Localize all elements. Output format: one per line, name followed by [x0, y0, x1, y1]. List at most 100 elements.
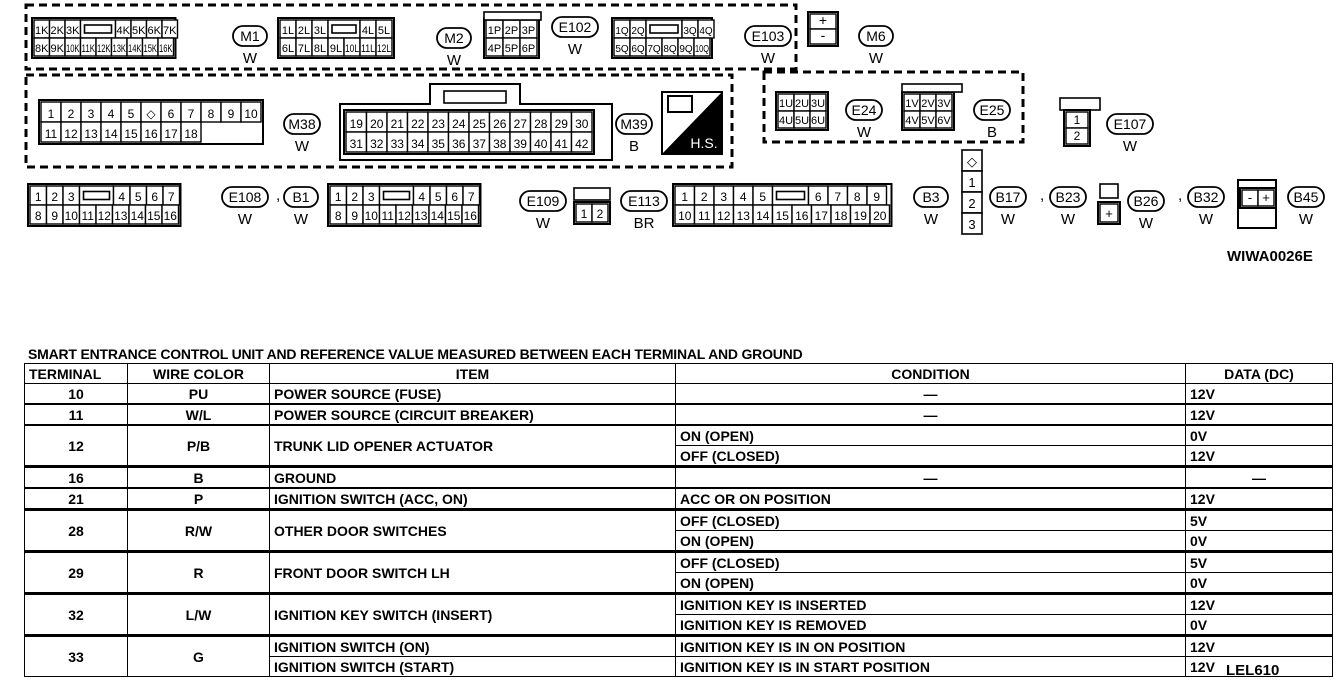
- wire-color-cell: R: [127, 550, 270, 594]
- pin-label: 2K: [51, 25, 65, 37]
- wire-color-cell: B: [127, 465, 270, 489]
- locking-tab: [382, 190, 411, 201]
- separator-comma: ,: [1040, 187, 1044, 204]
- pin-label: 9: [873, 190, 880, 204]
- pin-label: 5V: [921, 115, 935, 127]
- table-row: ON (OPEN)0V: [25, 572, 1333, 594]
- wire-color: B: [987, 124, 997, 141]
- pin-label: +: [1105, 206, 1113, 221]
- pin-label: 4U: [779, 115, 793, 127]
- locking-tab: [573, 187, 611, 201]
- wire-color-cell: P/B: [127, 424, 270, 467]
- pin-cell: [1065, 127, 1089, 145]
- pin-label: -: [821, 27, 826, 43]
- wire-color: W: [1139, 215, 1154, 232]
- wire-color: W: [536, 215, 551, 232]
- connector-id: E103: [752, 28, 785, 44]
- pin-label: 1: [335, 190, 342, 204]
- wire-color: W: [294, 211, 309, 228]
- pin-cell: [693, 37, 711, 57]
- pin-cell: [161, 204, 180, 225]
- item-cell: TRUNK LID OPENER ACTUATOR: [269, 424, 676, 467]
- locking-tab: [331, 24, 357, 34]
- pin-label: 8: [208, 107, 215, 121]
- condition-cell: IGNITION KEY IS IN START POSITION: [675, 656, 1186, 677]
- pin-label: 26: [493, 117, 507, 131]
- pin-label: 7: [188, 107, 195, 121]
- pin-label: ◇: [967, 154, 977, 169]
- wire-color-cell: PU: [127, 383, 270, 405]
- connector-id-bubble: [551, 16, 599, 38]
- pin-label: 14: [131, 209, 145, 223]
- data-cell: 12V: [1185, 403, 1333, 426]
- pin-label: 7: [168, 190, 175, 204]
- pin-label: 15: [447, 209, 461, 223]
- wire-color: W: [1061, 211, 1076, 228]
- pin-label: 7L: [298, 43, 310, 55]
- pin-label: 1Q: [615, 26, 629, 37]
- pin-label: 6: [151, 190, 158, 204]
- data-cell: 5V: [1185, 550, 1333, 573]
- pin-label: 11: [82, 209, 95, 223]
- connector-id-bubble: [973, 99, 1011, 121]
- pin-label: 10: [65, 209, 79, 223]
- item-cell: POWER SOURCE (FUSE): [269, 383, 676, 405]
- pin-label: 1: [35, 190, 42, 204]
- pin-label: 1V: [905, 98, 919, 110]
- locking-tab: [83, 24, 113, 34]
- data-cell: 5V: [1185, 508, 1333, 531]
- pin-label: 16: [464, 209, 478, 223]
- pin-label: 6V: [937, 115, 951, 127]
- pin-cell: [461, 204, 480, 225]
- pin-label: 10L: [345, 43, 359, 55]
- pin-label: 16: [795, 209, 809, 223]
- data-cell: 12V: [1185, 592, 1333, 615]
- pin-label: 5: [135, 190, 142, 204]
- item-cell: FRONT DOOR SWITCH LH: [269, 550, 676, 594]
- pin-label: 13: [114, 209, 128, 223]
- separator-comma: ,: [1178, 187, 1182, 204]
- pin-label: 33: [391, 137, 405, 151]
- data-cell: 0V: [1185, 572, 1333, 594]
- pin-cell: [809, 28, 837, 45]
- pin-label: +: [819, 12, 827, 28]
- connector-id: B32: [1194, 189, 1219, 205]
- connector-id: M38: [288, 116, 315, 132]
- pin-label: 16: [144, 127, 158, 141]
- pin-label: 18: [184, 127, 198, 141]
- pin-label: 1: [1074, 113, 1081, 127]
- pin-label: 1L: [282, 25, 294, 37]
- pin-label: 2L: [298, 25, 310, 37]
- connector-m6: +-: [807, 11, 839, 47]
- data-cell: 0V: [1185, 424, 1333, 446]
- pin-label: 4: [108, 107, 115, 121]
- wire-color-cell: G: [127, 634, 270, 677]
- pin-label: 11K: [82, 43, 96, 55]
- wire-color: B: [629, 138, 639, 155]
- pin-label: 5: [128, 107, 135, 121]
- pin-label: 2: [597, 207, 604, 221]
- connector-id: B45: [1294, 189, 1319, 205]
- connector-tab: [1099, 183, 1119, 199]
- connector-id: B1: [292, 189, 309, 205]
- reference-code: LEL610: [1226, 662, 1280, 679]
- connector-id-bubble: [615, 113, 653, 135]
- pin-label: 3Q: [683, 26, 697, 37]
- pin-label: 7K: [163, 25, 177, 37]
- connector-id: B3: [922, 189, 939, 205]
- terminal-cell: 11: [24, 403, 128, 426]
- pin-label: 14: [431, 209, 445, 223]
- pin-cell: [157, 37, 175, 57]
